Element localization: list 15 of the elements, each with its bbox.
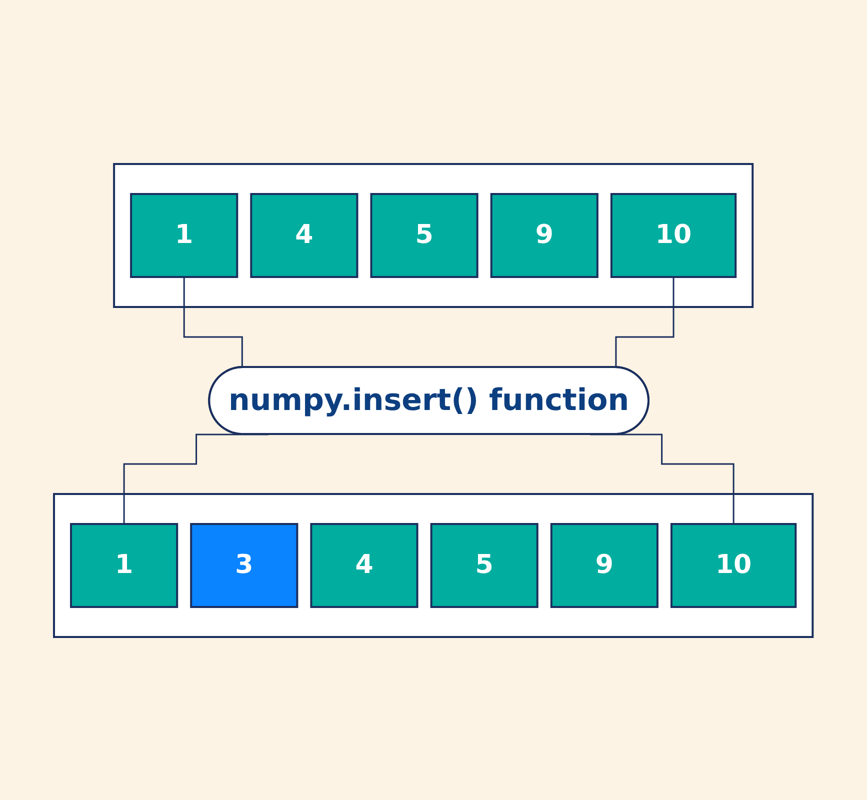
node-box: 4: [250, 192, 358, 278]
node-box: 5: [370, 192, 478, 278]
node-box: 4: [310, 522, 418, 608]
cluster: [53, 492, 814, 638]
node-box: 10: [610, 192, 737, 278]
node-box: 1: [70, 522, 178, 608]
connector: [123, 433, 269, 524]
node-box: 1: [130, 192, 238, 278]
node-box: 3: [190, 522, 298, 608]
node-box: 9: [550, 522, 659, 608]
connector: [590, 433, 734, 524]
cluster: [113, 162, 754, 308]
node-box: 10: [670, 522, 797, 608]
node-box: 5: [430, 522, 539, 608]
node-box: 9: [490, 192, 599, 278]
